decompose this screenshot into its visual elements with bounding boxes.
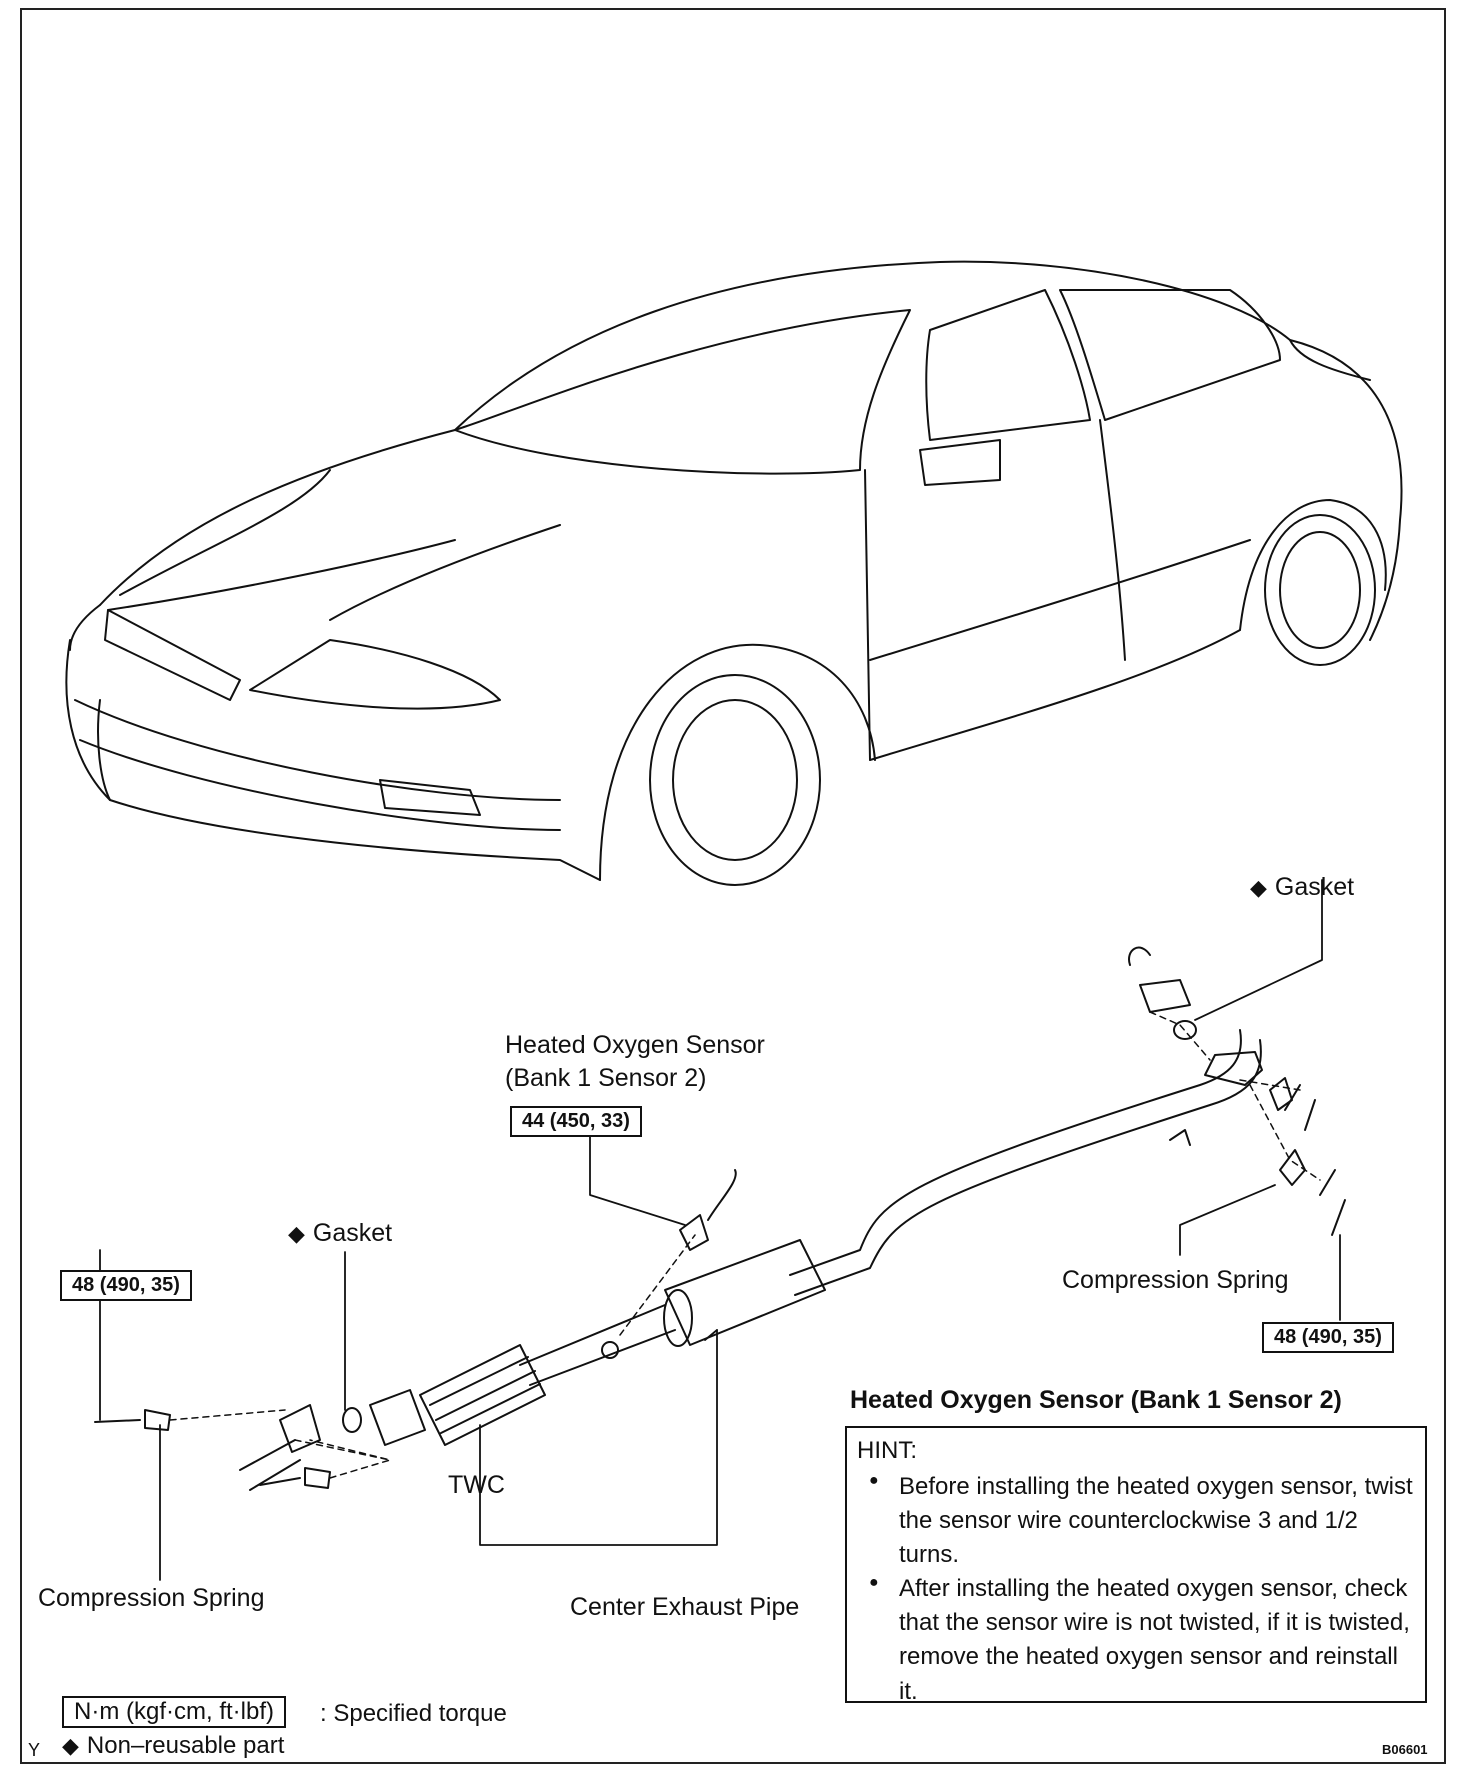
torque-right-box: 48 (490, 35) bbox=[1262, 1322, 1394, 1353]
hint-box: HINT: Before installing the heated oxyge… bbox=[845, 1426, 1427, 1705]
torque-sensor-box: 44 (450, 33) bbox=[510, 1106, 642, 1137]
gasket-left-label: Gasket bbox=[288, 1218, 392, 1249]
corner-mark: Y bbox=[28, 1740, 41, 1760]
leader-lines bbox=[99, 879, 1341, 1581]
car-illustration bbox=[65, 260, 1403, 886]
twc-label: TWC bbox=[448, 1471, 505, 1499]
dashed-guides bbox=[169, 1011, 1321, 1479]
sensor-bank-label: (Bank 1 Sensor 2) bbox=[505, 1064, 707, 1092]
compression-spring-left-label: Compression Spring bbox=[38, 1584, 265, 1612]
compression-spring-right-label: Compression Spring bbox=[1062, 1266, 1289, 1294]
diagram-frame bbox=[20, 8, 1446, 1764]
hint-section-title: Heated Oxygen Sensor (Bank 1 Sensor 2) bbox=[850, 1386, 1342, 1414]
sensor-name-label: Heated Oxygen Sensor bbox=[505, 1031, 765, 1059]
figure-code: B06601 bbox=[1382, 1742, 1428, 1757]
hint-list: Before installing the heated oxygen sens… bbox=[857, 1470, 1415, 1709]
legend-torque-units: N·m (kgf·cm, ft·lbf) bbox=[62, 1696, 286, 1728]
hint-item: After installing the heated oxygen senso… bbox=[857, 1572, 1415, 1708]
legend-non-reusable: Non–reusable part bbox=[62, 1732, 284, 1760]
center-exhaust-pipe-label: Center Exhaust Pipe bbox=[570, 1593, 800, 1621]
gasket-right-label: Gasket bbox=[1250, 872, 1354, 903]
hint-item: Before installing the heated oxygen sens… bbox=[857, 1470, 1415, 1572]
torque-left-box: 48 (490, 35) bbox=[60, 1270, 192, 1301]
exhaust-assembly bbox=[94, 946, 1346, 1491]
hint-label: HINT: bbox=[857, 1437, 917, 1464]
legend-torque-description: : Specified torque bbox=[320, 1700, 507, 1727]
